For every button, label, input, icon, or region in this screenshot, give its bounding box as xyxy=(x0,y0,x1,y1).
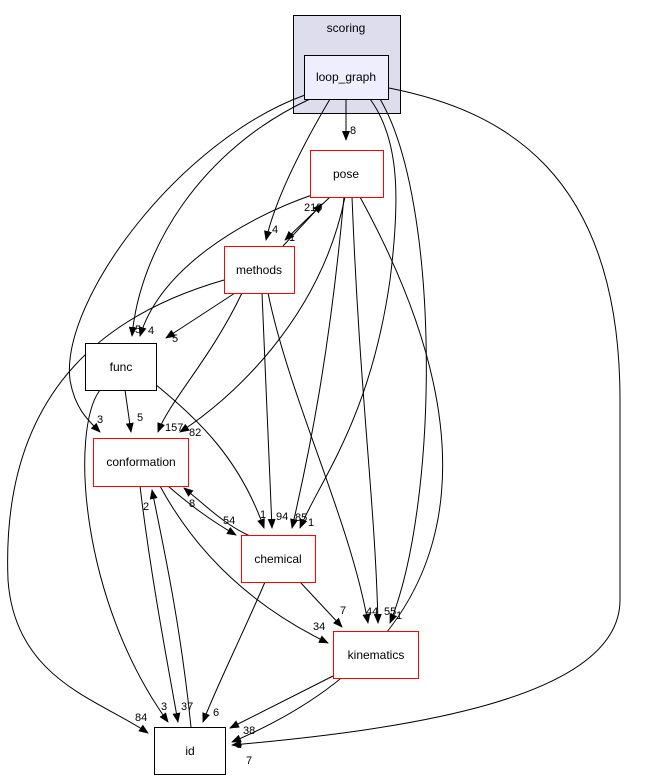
edge-chemical-kinematics xyxy=(299,581,343,628)
edge-loop_graph-kinematics xyxy=(379,98,427,624)
node-label: methods xyxy=(236,263,282,277)
edge-label: 2 xyxy=(143,501,149,513)
edge-label: 3 xyxy=(161,701,167,713)
edge-label: 5 xyxy=(236,739,242,751)
node-label: chemical xyxy=(254,552,301,566)
edge-label: 85 xyxy=(295,512,307,524)
edge-label: 5 xyxy=(172,333,178,345)
node-methods[interactable]: methods xyxy=(224,246,295,294)
edge-loop_graph-chemical xyxy=(299,98,397,529)
edge-label: 54 xyxy=(223,515,235,527)
edge-label: 3 xyxy=(97,414,103,426)
edge-chemical-conformation xyxy=(183,487,251,537)
edge-label: 157 xyxy=(165,422,183,434)
node-label: kinematics xyxy=(348,648,405,662)
edge-label: 94 xyxy=(276,511,288,523)
edge-func-chemical xyxy=(149,379,265,529)
edge-label: 5 xyxy=(137,412,143,424)
node-label: pose xyxy=(333,167,359,181)
node-label: loop_graph xyxy=(316,70,376,84)
edge-loop_graph-id xyxy=(231,87,621,749)
edge-pose-kinematics xyxy=(351,196,382,624)
edge-methods-chemical xyxy=(261,292,276,529)
edge-methods-id xyxy=(7,279,225,734)
node-label: func xyxy=(110,360,133,374)
edge-pose-conformation xyxy=(179,196,346,433)
edge-id-conformation xyxy=(149,489,192,728)
edge-label: 4 xyxy=(272,224,278,236)
edge-loop_graph-methods xyxy=(264,98,331,241)
node-conformation[interactable]: conformation xyxy=(93,438,189,487)
edge-label: 1 xyxy=(289,232,295,244)
edge-methods-pose xyxy=(282,203,323,247)
edge-label: 82 xyxy=(189,427,201,439)
edge-pose-func xyxy=(138,194,313,337)
edge-label: 37 xyxy=(181,701,193,713)
edge-label: 1 xyxy=(260,509,266,521)
edge-methods-conformation xyxy=(157,292,243,433)
edge-label: 219 xyxy=(304,202,322,214)
node-label: id xyxy=(185,744,194,758)
edge-loop_graph-conformation xyxy=(68,94,306,433)
node-pose[interactable]: pose xyxy=(310,150,384,198)
edge-chemical-id xyxy=(202,581,266,723)
edge-label: 1 xyxy=(396,610,402,622)
edge-label: 4 xyxy=(148,325,154,337)
edge-label: 7 xyxy=(340,605,346,617)
edge-methods-kinematics xyxy=(267,292,371,624)
edge-label: 8 xyxy=(350,125,356,137)
edge-conformation-id xyxy=(139,485,181,723)
edge-pose-chemical xyxy=(290,196,345,529)
node-label: conformation xyxy=(106,455,175,469)
edge-label: 34 xyxy=(313,621,325,633)
edge-func-conformation xyxy=(124,389,134,433)
node-loop_graph[interactable]: loop_graph xyxy=(304,55,389,100)
edge-conformation-kinematics xyxy=(159,485,329,644)
edge-label: 7 xyxy=(246,755,252,767)
edge-label: 55 xyxy=(384,606,396,618)
edge-func-id xyxy=(84,389,169,723)
edge-label: 5 xyxy=(135,324,141,336)
edge-kinematics-id xyxy=(229,675,334,729)
edge-label: 44 xyxy=(366,606,378,618)
node-kinematics[interactable]: kinematics xyxy=(333,631,419,679)
edge-label: 84 xyxy=(135,712,147,724)
edge-pose-id xyxy=(231,196,444,743)
edge-label: 8 xyxy=(189,498,195,510)
node-func[interactable]: func xyxy=(85,343,157,391)
edge-label: 6 xyxy=(213,707,219,719)
edge-labels: 8 4 5 3 1 1 7 1 219 4 82 85 55 5 5 157 9… xyxy=(97,125,402,767)
node-chemical[interactable]: chemical xyxy=(241,535,316,583)
edge-conformation-chemical xyxy=(167,485,237,536)
edge-label: 1 xyxy=(308,517,314,529)
edges xyxy=(7,87,621,749)
edge-methods-func xyxy=(165,292,236,339)
edge-loop_graph-func xyxy=(128,98,311,337)
cluster-label: scoring xyxy=(327,21,366,35)
node-id[interactable]: id xyxy=(154,727,226,775)
edge-label: 38 xyxy=(243,725,255,737)
